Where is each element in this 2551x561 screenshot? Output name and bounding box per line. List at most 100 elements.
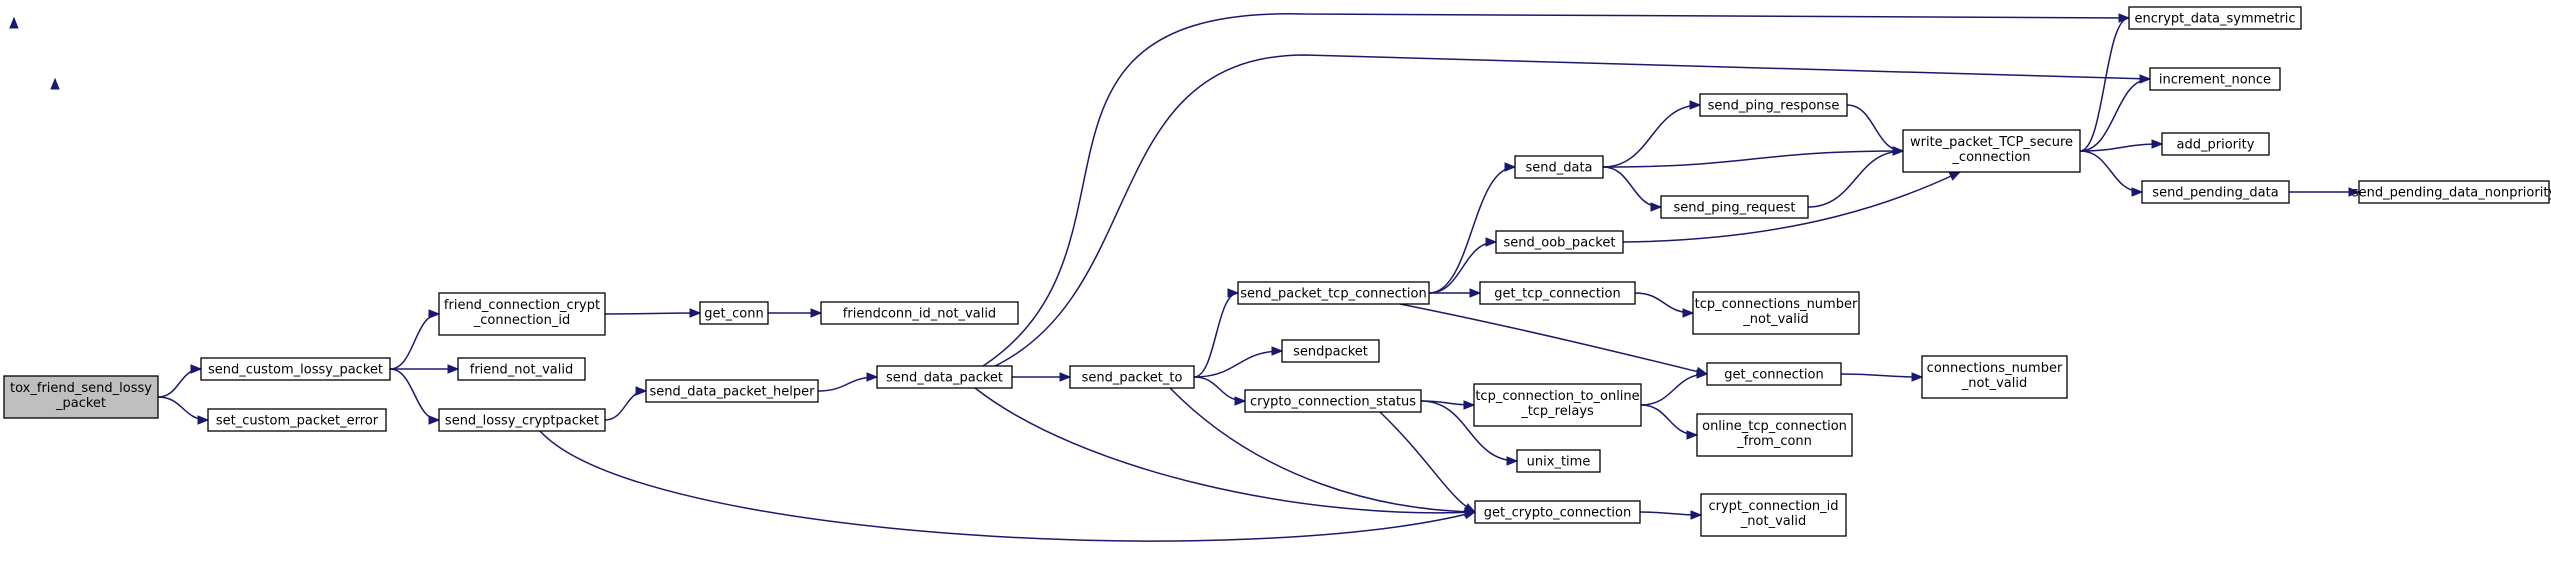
node-n3[interactable]: friend_connection_crypt_connection_id bbox=[438, 292, 606, 336]
node-box bbox=[1902, 129, 2081, 173]
edge-n9-n29 bbox=[50, 54, 2151, 367]
edge-line bbox=[1807, 150, 1904, 208]
node-label: crypt_connection_id bbox=[1708, 499, 1838, 514]
edge-line bbox=[1602, 104, 1701, 168]
node-label: increment_nonce bbox=[2159, 73, 2271, 88]
edge-n9-n10 bbox=[1012, 372, 1072, 382]
node-n13[interactable]: crypto_connection_status bbox=[1244, 389, 1422, 413]
edge-line bbox=[1840, 373, 1923, 378]
node-n10[interactable]: send_packet_to bbox=[1069, 365, 1195, 389]
node-n25[interactable]: crypt_connection_id_not_valid bbox=[1700, 493, 1847, 537]
edge-line bbox=[1193, 350, 1283, 378]
edge-line bbox=[982, 13, 2130, 367]
edge-n14-n20 bbox=[1602, 100, 1702, 168]
node-box bbox=[1069, 365, 1195, 389]
node-n22[interactable]: tcp_connections_number_not_valid bbox=[1692, 291, 1860, 335]
node-n4[interactable]: friend_not_valid bbox=[457, 357, 586, 381]
edge-line bbox=[2079, 150, 2143, 193]
node-n29[interactable]: increment_nonce bbox=[2149, 67, 2281, 91]
edge-n17-n24 bbox=[1640, 404, 1699, 440]
edge-line bbox=[389, 368, 440, 421]
node-label: send_data_packet bbox=[886, 371, 1003, 386]
node-box bbox=[1495, 230, 1624, 254]
node-n17[interactable]: tcp_connection_to_online_tcp_relays bbox=[1473, 383, 1642, 427]
node-label: sendpacket bbox=[1293, 345, 1368, 360]
edge-n11-n15 bbox=[1428, 237, 1498, 294]
edge-n8-n9 bbox=[817, 372, 879, 392]
node-label: get_connection bbox=[1724, 368, 1823, 383]
node-box bbox=[438, 408, 606, 432]
node-n9[interactable]: send_data_packet bbox=[876, 365, 1013, 389]
node-box bbox=[438, 292, 606, 336]
node-n12[interactable]: sendpacket bbox=[1281, 339, 1380, 363]
node-n27[interactable]: connections_number_not_valid bbox=[1921, 355, 2068, 399]
edge-arrowhead bbox=[9, 16, 19, 29]
node-n28[interactable]: encrypt_data_symmetric bbox=[2128, 6, 2302, 30]
node-label: _not_valid bbox=[1742, 312, 1808, 327]
node-n30[interactable]: add_priority bbox=[2161, 132, 2270, 156]
edge-line bbox=[2079, 78, 2151, 152]
node-n1[interactable]: send_custom_lossy_packet bbox=[200, 357, 391, 381]
node-label: send_custom_lossy_packet bbox=[208, 363, 383, 378]
edge-line bbox=[1193, 376, 1246, 402]
node-box bbox=[1473, 383, 1642, 427]
node-n2[interactable]: set_custom_packet_error bbox=[207, 408, 387, 432]
node-box bbox=[200, 357, 391, 381]
node-n23[interactable]: get_connection bbox=[1706, 362, 1842, 386]
edge-line bbox=[604, 312, 701, 315]
node-n7[interactable]: friendconn_id_not_valid bbox=[820, 301, 1019, 325]
edge-n13-n19 bbox=[1379, 411, 1477, 513]
node-box bbox=[1921, 355, 2068, 399]
node-n16[interactable]: get_tcp_connection bbox=[1479, 281, 1636, 305]
edge-n26-n29 bbox=[2079, 74, 2152, 152]
edge-n10-n13 bbox=[1193, 376, 1247, 406]
node-box bbox=[2358, 180, 2550, 204]
edge-n10-n12 bbox=[1193, 346, 1284, 378]
edge-n10-n11 bbox=[1193, 288, 1240, 378]
edge-n17-n23 bbox=[1640, 369, 1709, 406]
node-label: send_pending_data_nonpriority bbox=[2352, 186, 2551, 201]
node-n15[interactable]: send_oob_packet bbox=[1495, 230, 1624, 254]
node-label: send_oob_packet bbox=[1504, 236, 1616, 251]
node-label: set_custom_packet_error bbox=[216, 414, 379, 429]
node-n20[interactable]: send_ping_response bbox=[1699, 93, 1848, 117]
node-n19[interactable]: get_crypto_connection bbox=[1474, 500, 1641, 524]
node-n11[interactable]: send_packet_tcp_connection bbox=[1237, 281, 1430, 305]
node-n32[interactable]: send_pending_data_nonpriority bbox=[2352, 180, 2551, 204]
node-box bbox=[1699, 93, 1848, 117]
node-n0[interactable]: tox_friend_send_lossy_packet bbox=[3, 375, 159, 419]
edge-n16-n22 bbox=[1634, 292, 1695, 318]
node-n8[interactable]: send_data_packet_helper bbox=[645, 379, 819, 403]
node-label: send_data bbox=[1525, 161, 1592, 176]
node-n5[interactable]: send_lossy_cryptpacket bbox=[438, 408, 606, 432]
edge-n31-n32 bbox=[2289, 187, 2361, 197]
node-label: tcp_connections_number bbox=[1695, 297, 1858, 312]
node-box bbox=[645, 379, 819, 403]
node-label: send_packet_tcp_connection bbox=[1240, 287, 1426, 302]
node-n24[interactable]: online_tcp_connection_from_conn bbox=[1696, 413, 1853, 457]
node-n26[interactable]: write_packet_TCP_secure_connection bbox=[1902, 129, 2081, 173]
node-box bbox=[876, 365, 1013, 389]
node-n14[interactable]: send_data bbox=[1514, 155, 1604, 179]
node-box bbox=[2149, 67, 2281, 91]
node-n31[interactable]: send_pending_data bbox=[2141, 180, 2290, 204]
edge-line bbox=[2079, 143, 2163, 152]
node-n21[interactable]: send_ping_request bbox=[1660, 195, 1809, 219]
edge-line bbox=[1428, 166, 1516, 294]
node-n18[interactable]: unix_time bbox=[1516, 449, 1601, 473]
node-label: connections_number bbox=[1927, 361, 2063, 376]
node-label: add_priority bbox=[2177, 138, 2255, 153]
node-box bbox=[1474, 500, 1641, 524]
edge-line bbox=[994, 54, 2151, 367]
node-label: friendconn_id_not_valid bbox=[843, 307, 996, 322]
edge-n1-n5 bbox=[389, 368, 441, 425]
node-box bbox=[820, 301, 1019, 325]
edge-line bbox=[1193, 292, 1239, 378]
node-box bbox=[457, 357, 586, 381]
node-n6[interactable]: get_conn bbox=[699, 301, 769, 325]
edge-n11-n14 bbox=[1428, 162, 1517, 294]
node-label: friend_not_valid bbox=[470, 363, 573, 378]
node-box bbox=[1696, 413, 1853, 457]
node-box bbox=[1660, 195, 1809, 219]
